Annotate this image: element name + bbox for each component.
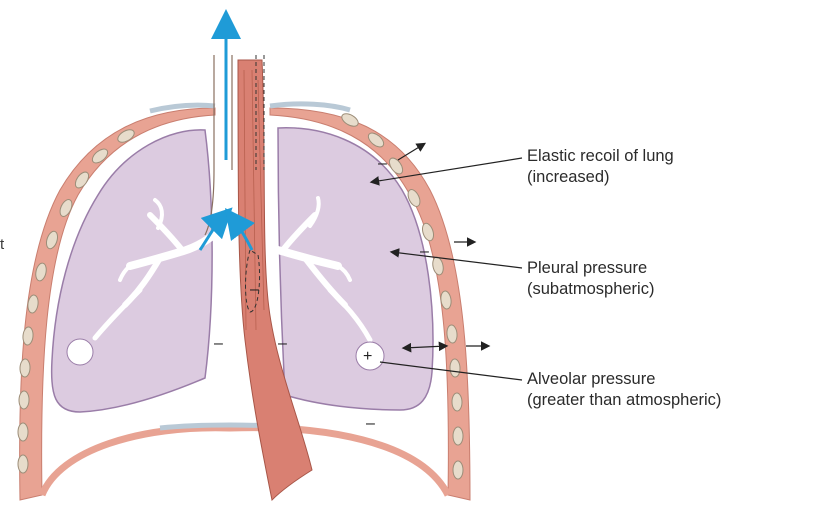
pressure-signs: – – – – – – +	[214, 155, 429, 432]
label-pleural-line2: (subatmospheric)	[527, 280, 655, 298]
minus-sign: –	[378, 155, 387, 172]
minus-sign: –	[250, 281, 259, 298]
minus-sign: –	[214, 335, 223, 352]
label-pleural-line1: Pleural pressure	[527, 259, 648, 277]
airflow-arrows	[198, 9, 255, 251]
left-lung	[50, 129, 213, 413]
cropped-edge-text: t	[0, 236, 5, 253]
label-alveolar-line1: Alveolar pressure	[527, 370, 656, 388]
chest-wall-right	[269, 107, 471, 501]
minus-sign: –	[420, 243, 429, 260]
minus-sign: –	[366, 415, 375, 432]
leader-lines	[369, 142, 523, 381]
label-pleural-pressure: Pleural pressure (subatmospheric)	[527, 258, 654, 300]
minus-sign: –	[278, 335, 287, 352]
label-elastic-line2: (increased)	[527, 168, 610, 186]
label-alveolar-line2: (greater than atmospheric)	[527, 391, 722, 409]
label-elastic-line1: Elastic recoil of lung	[527, 147, 674, 165]
left-alveolus	[66, 338, 94, 366]
ribs	[17, 113, 464, 480]
bronchial-tree	[92, 196, 373, 343]
right-alveolus	[355, 341, 385, 371]
label-elastic-recoil: Elastic recoil of lung (increased)	[527, 146, 674, 188]
plus-sign: +	[363, 348, 372, 365]
label-alveolar-pressure: Alveolar pressure (greater than atmosphe…	[527, 369, 721, 411]
diaphragm	[38, 424, 452, 497]
